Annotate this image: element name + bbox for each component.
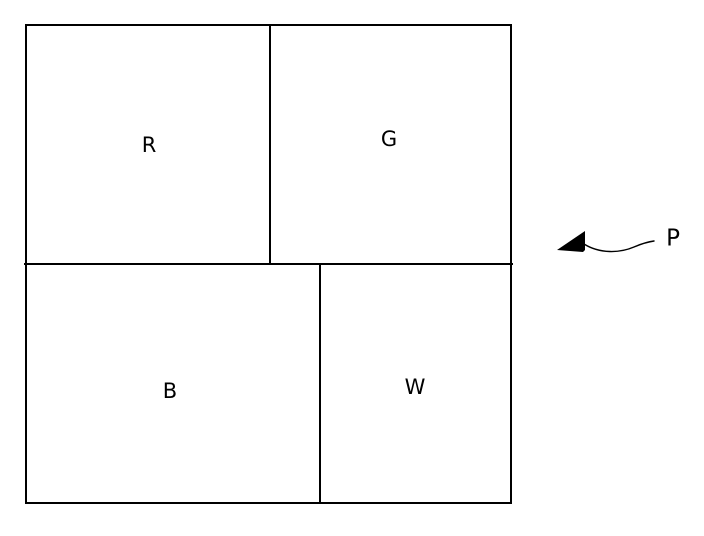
region-label-r: R [142,133,157,157]
callout-leader-line [583,240,655,253]
region-label-b: B [163,379,177,403]
arrow-head-icon [557,231,585,252]
region-label-g: G [381,127,397,151]
region-label-w: W [405,375,426,399]
callout-label-p: P [666,226,680,252]
